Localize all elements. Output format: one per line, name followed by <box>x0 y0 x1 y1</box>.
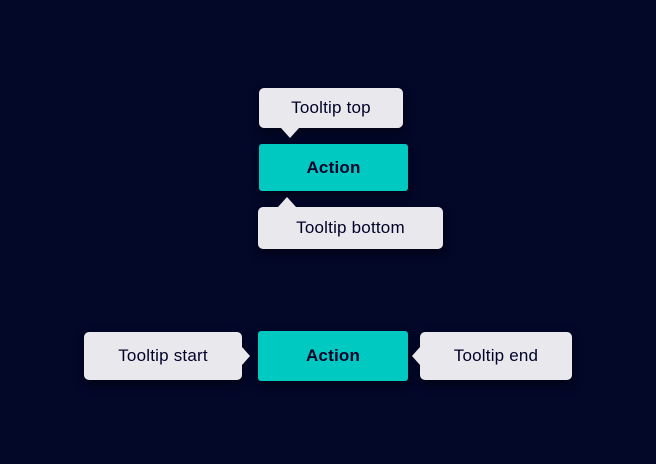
tooltip-top-label: Tooltip top <box>291 98 371 117</box>
tooltip-start: Tooltip start <box>84 332 250 380</box>
action-button-vertical[interactable]: Action <box>259 144 408 191</box>
tooltip-start-label: Tooltip start <box>118 346 208 365</box>
tooltip-end: Tooltip end <box>412 332 572 380</box>
tooltip-bottom: Tooltip bottom <box>258 197 443 249</box>
tooltip-bottom-caret-up-icon <box>278 197 296 207</box>
tooltip-top: Tooltip top <box>259 88 403 138</box>
tooltip-end-label: Tooltip end <box>453 346 539 365</box>
action-button-horizontal[interactable]: Action <box>258 331 408 381</box>
tooltip-bottom-label: Tooltip bottom <box>296 218 405 237</box>
tooltip-top-caret-down-icon <box>281 128 299 138</box>
tooltip-start-caret-right-icon <box>242 347 250 365</box>
tooltip-end-caret-left-icon <box>412 347 420 365</box>
